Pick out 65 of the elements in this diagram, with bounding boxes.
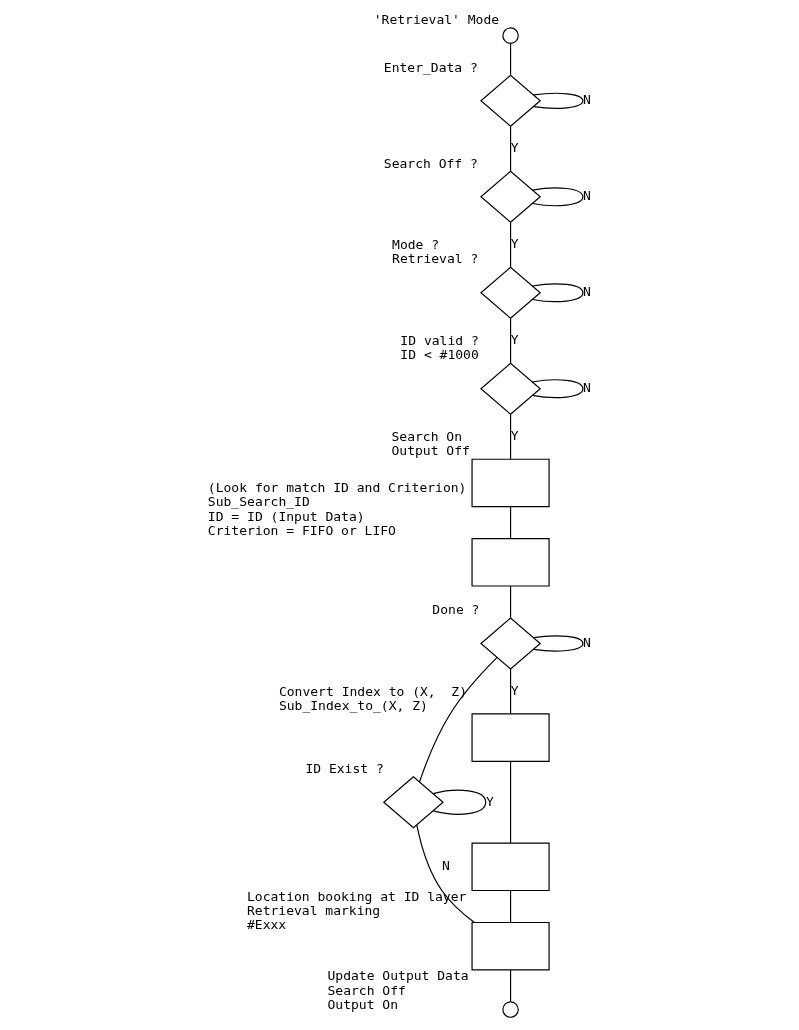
connector xyxy=(510,760,512,843)
connector xyxy=(532,92,584,109)
connector xyxy=(510,413,512,460)
node-label: Output On xyxy=(327,996,399,1012)
edge-label: Y xyxy=(510,331,519,347)
connector xyxy=(432,789,487,815)
node-label: Search Off ? xyxy=(383,155,478,171)
node-box xyxy=(471,712,550,762)
node-label: Output Off xyxy=(391,442,470,458)
node-label: Retrieval ? xyxy=(392,250,479,266)
node-box xyxy=(471,537,550,587)
edge-label: N xyxy=(583,187,591,203)
node-label: ID valid ? xyxy=(400,332,479,348)
node-label: Convert Index to (X, Z) xyxy=(278,683,468,699)
connector xyxy=(510,42,512,75)
node-diamond xyxy=(480,361,542,415)
node-label: ID = ID (Input Data) xyxy=(207,508,365,524)
node-label: Sub_Index_to_(X, Z) xyxy=(278,697,428,713)
node-circle xyxy=(502,26,519,44)
node-box xyxy=(471,921,550,970)
connector xyxy=(510,668,512,714)
node-box xyxy=(471,842,550,891)
edge-label: N xyxy=(442,857,450,873)
connector xyxy=(416,823,475,923)
edge-label: N xyxy=(583,283,591,299)
node-box xyxy=(471,458,550,507)
edge-label: Y xyxy=(510,139,519,155)
edge-label: N xyxy=(583,379,591,395)
node-diamond xyxy=(480,170,542,223)
node-label: ID < #1000 xyxy=(400,346,479,362)
node-label: Mode ? xyxy=(392,236,440,252)
edge-label: Y xyxy=(510,235,519,251)
node-label: ID Exist ? xyxy=(305,760,384,776)
connector xyxy=(532,634,584,652)
edge-label: N xyxy=(583,634,591,650)
node-label: Enter_Data ? xyxy=(383,59,478,75)
node-label: (Look for match ID and Criterion) xyxy=(207,479,467,495)
node-diamond xyxy=(480,616,542,670)
node-circle xyxy=(502,1000,519,1018)
connector xyxy=(510,125,512,172)
node-diamond xyxy=(480,74,542,127)
connector xyxy=(510,585,512,618)
node-label: #Exxx xyxy=(246,916,287,932)
node-label: Done ? xyxy=(432,601,480,617)
node-label: Update Output Data xyxy=(327,967,469,983)
node-label: Search On xyxy=(391,428,463,444)
connector xyxy=(510,317,512,364)
connector xyxy=(510,889,512,923)
edge-label: Y xyxy=(510,427,519,443)
edge-label: Y xyxy=(485,793,494,809)
connector xyxy=(418,656,498,782)
connector xyxy=(510,505,512,539)
connector xyxy=(531,282,584,302)
node-label: Retrieval marking xyxy=(246,902,381,918)
node-label: 'Retrieval' Mode xyxy=(373,11,500,27)
node-diamond xyxy=(382,775,444,828)
node-diamond xyxy=(480,266,542,319)
node-label: Search Off xyxy=(327,982,406,998)
connector xyxy=(531,378,584,398)
connector xyxy=(510,221,512,268)
connector xyxy=(531,186,584,206)
node-label: Sub_Search_ID xyxy=(207,493,310,509)
edge-label: Y xyxy=(510,682,519,698)
edge-label: N xyxy=(583,91,591,107)
connector xyxy=(510,969,512,1002)
